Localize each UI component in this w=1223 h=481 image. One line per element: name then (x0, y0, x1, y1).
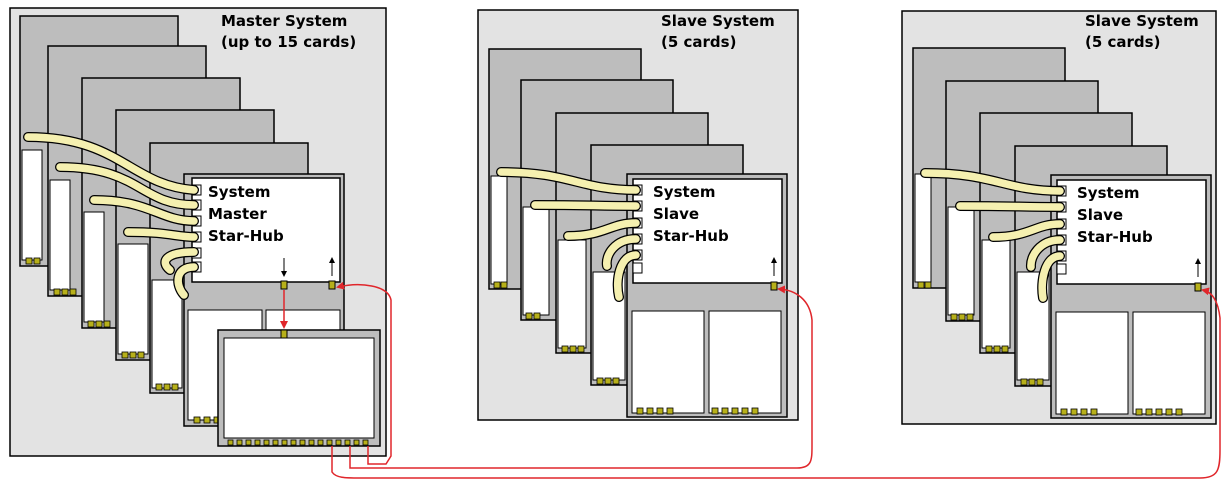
slave-1-hub-label-line2: Slave (653, 205, 699, 223)
slave-system-2: Slave System (5 cards) System Slave Star… (901, 10, 1217, 425)
sync-cable-to-slave-1 (349, 285, 813, 469)
slave-1-subtitle: (5 cards) (661, 33, 736, 51)
sync-cable-to-slave-2 (331, 287, 1221, 479)
slave-2-star-hub-board (1056, 179, 1207, 285)
master-hub-label-line2: Master (208, 205, 267, 223)
slave-2-ribbon-cables (920, 168, 1065, 303)
slave-2-hub-label-line1: System (1077, 184, 1139, 202)
slave-1-hub-label-line1: System (653, 183, 715, 201)
master-system-title: Master System (221, 12, 347, 30)
slave-1-hub-card (626, 173, 788, 418)
master-front-card (217, 329, 381, 447)
master-sync-connectors (280, 280, 336, 339)
slave-2-subtitle: (5 cards) (1085, 33, 1160, 51)
sync-cable-to-master-hub (336, 281, 392, 465)
slave-1-star-hub-board (632, 178, 783, 284)
slave-2-hub-label-line3: Star-Hub (1077, 228, 1153, 246)
slave-system-1: Slave System (5 cards) System Slave Star… (477, 9, 799, 421)
master-ribbon-cables (23, 132, 199, 300)
master-hub-label-line3: Star-Hub (208, 227, 284, 245)
slave-1-title: Slave System (661, 12, 775, 30)
slave-1-sync-connector (770, 281, 778, 291)
slave-2-sync-connector (1194, 282, 1202, 292)
slave-1-ribbon-cables (496, 167, 641, 302)
slave-1-hub-label-line3: Star-Hub (653, 227, 729, 245)
master-system-subtitle: (up to 15 cards) (221, 33, 356, 51)
slave-2-title: Slave System (1085, 12, 1199, 30)
slave-2-hub-card (1050, 174, 1212, 419)
master-hub-label-line1: System (208, 183, 270, 201)
sync-cables (331, 281, 1221, 479)
master-star-hub-board (191, 177, 341, 283)
master-system: Master System (up to 15 cards) System Ma… (9, 7, 387, 457)
slave-2-hub-label-line2: Slave (1077, 206, 1123, 224)
